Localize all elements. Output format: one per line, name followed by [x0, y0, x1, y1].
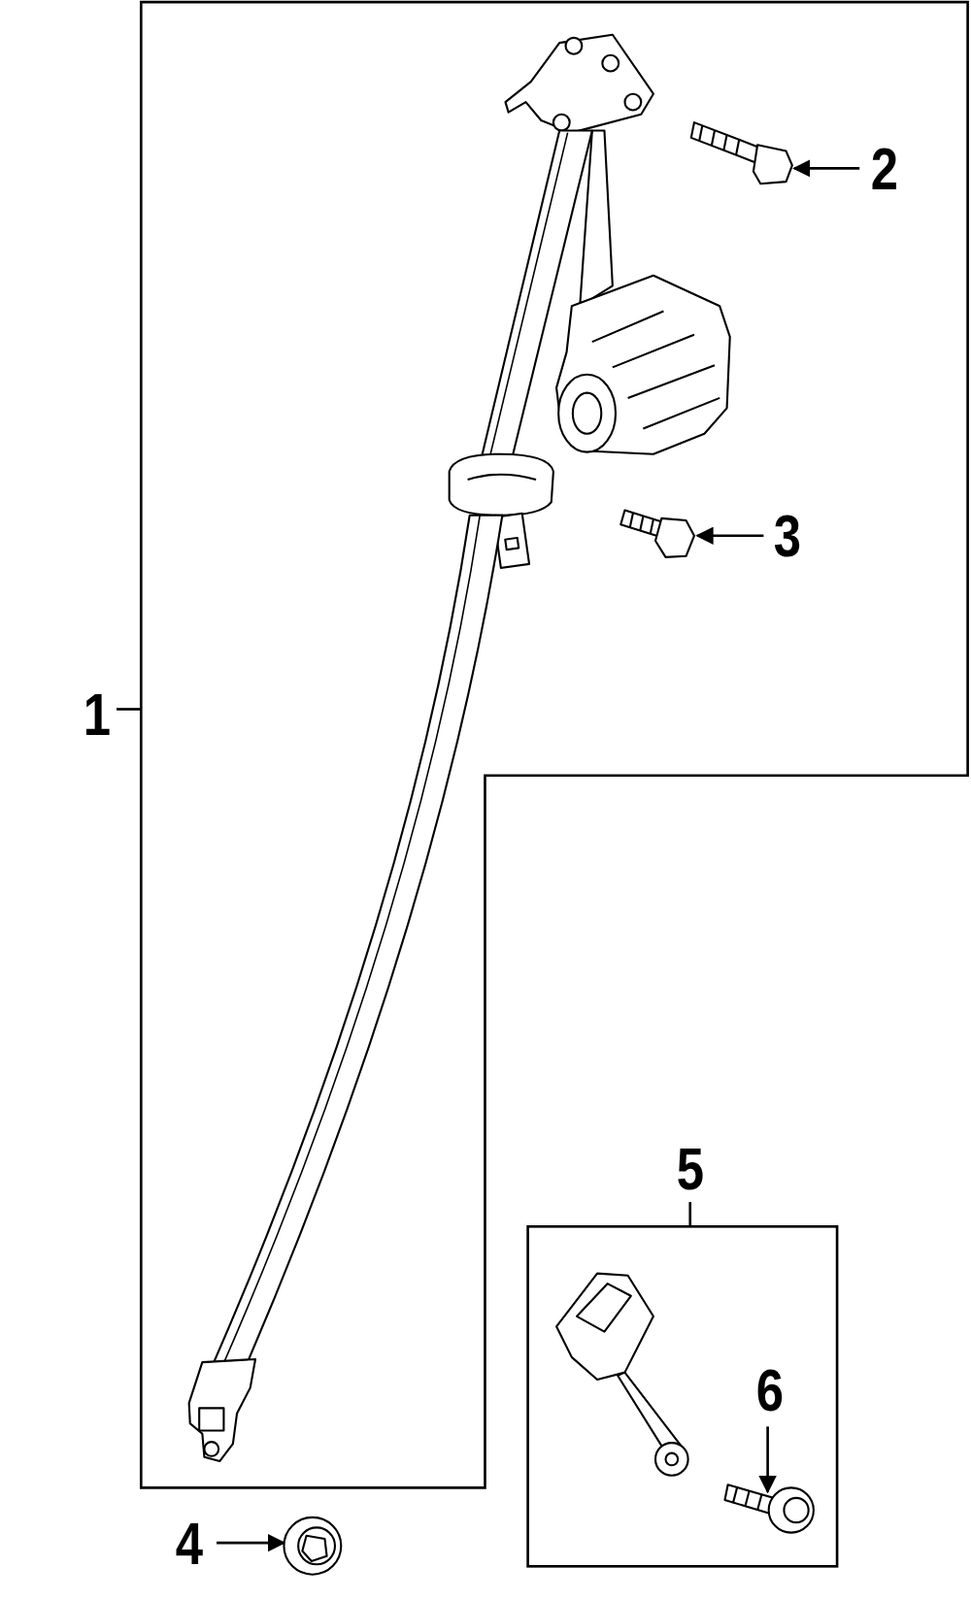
callout-number: 6 — [756, 1360, 784, 1421]
group-outline — [140, 1, 968, 1488]
callout-number: 4 — [174, 1513, 202, 1574]
callout-number: 5 — [676, 1138, 704, 1200]
callout-number: 1 — [83, 684, 111, 745]
callout-number: 3 — [773, 505, 802, 567]
callout-number: 2 — [870, 138, 898, 200]
group-outline — [528, 1226, 838, 1567]
